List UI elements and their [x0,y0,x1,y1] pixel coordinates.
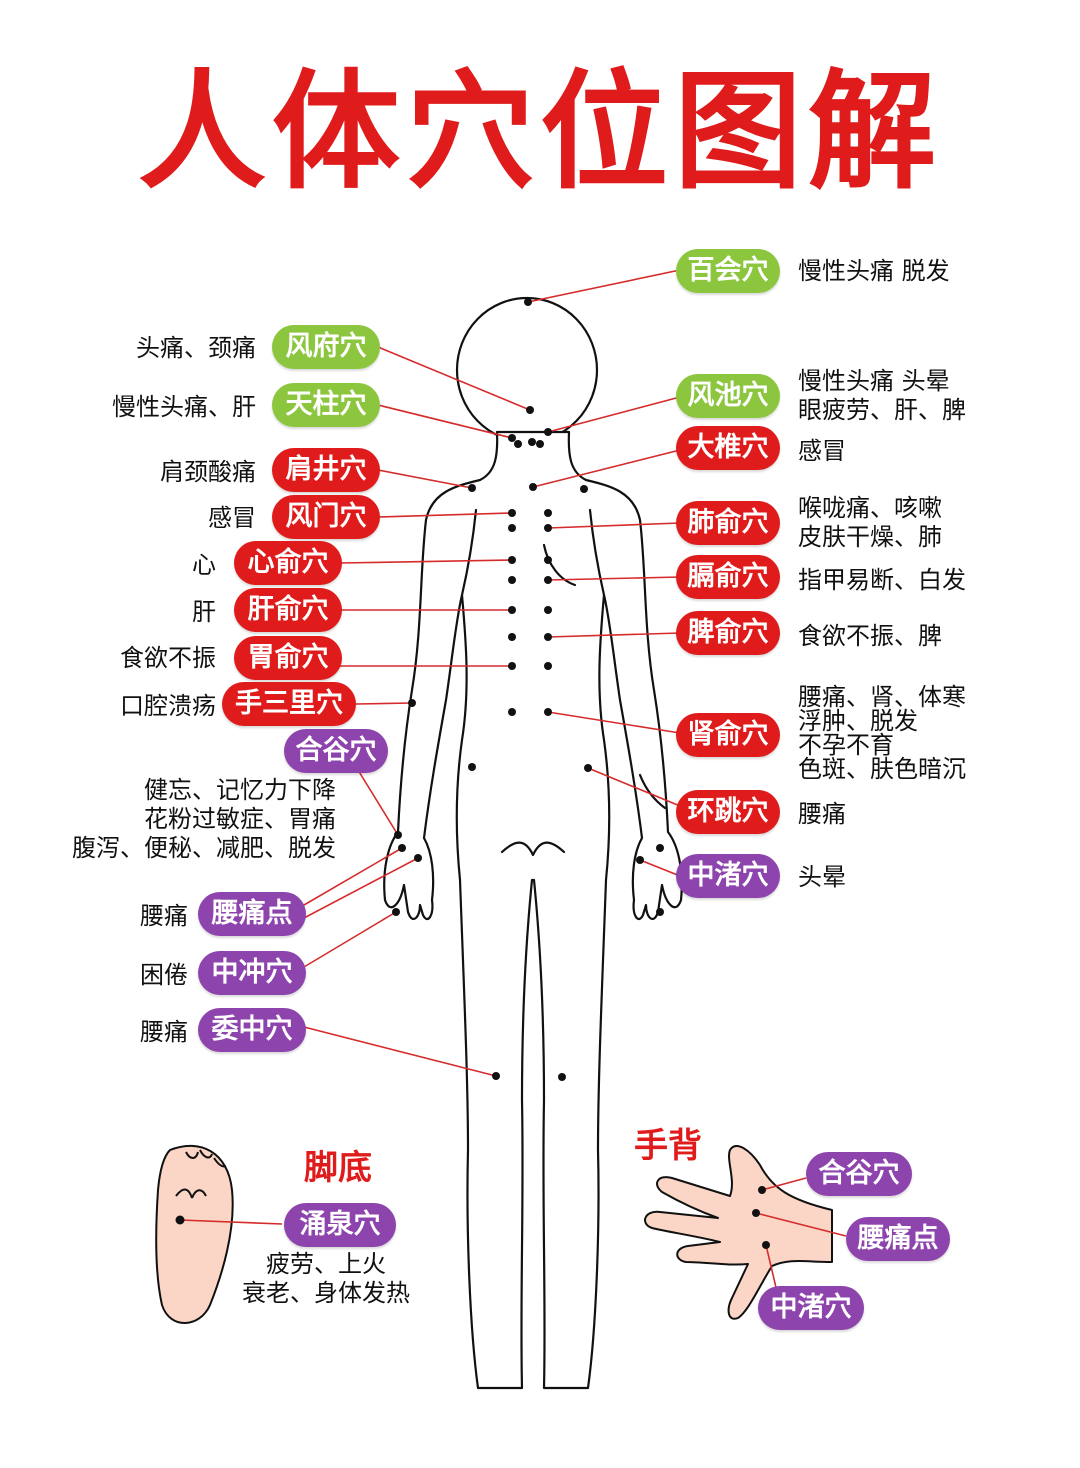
hand-caption: 手背 [634,1126,702,1166]
point-pill-xinshu: 心俞穴 [234,541,342,585]
point-desc-geshu: 指甲易断、白发 [798,566,966,594]
point-desc-fengmen: 感冒 [208,504,256,532]
point-desc-feishu: 喉咙痛、咳嗽皮肤干燥、肺 [798,494,942,551]
point-desc-xinshu: 心 [192,551,216,579]
point-pill-zhongchong: 中冲穴 [198,951,306,995]
foot-caption: 脚底 [304,1148,372,1188]
point-desc-hegu: 健忘、记忆力下降花粉过敏症、胃痛腹泻、便秘、减肥、脱发 [72,776,336,862]
hand-pill-zhongzhu: 中渚穴 [758,1286,864,1330]
point-desc-fengchi: 慢性头痛 头晕眼疲劳、肝、脾 [798,367,966,424]
point-pill-fengmen: 风门穴 [272,495,380,539]
point-desc-fengfu: 头痛、颈痛 [136,334,256,362]
point-pill-tianzhu: 天柱穴 [272,383,380,427]
point-desc-jianjing: 肩颈酸痛 [160,458,256,486]
point-pill-yaotongdian: 腰痛点 [198,892,306,936]
point-desc-dazhui: 感冒 [798,437,846,465]
point-desc-weizhong: 腰痛 [140,1018,188,1046]
point-pill-zhongzhu: 中渚穴 [676,854,780,898]
hand-pill-hegu: 合谷穴 [806,1152,912,1196]
hand-pill-yaotongdian: 腰痛点 [846,1217,950,1261]
point-pill-dazhui: 大椎穴 [676,426,780,470]
point-pill-pishu: 脾俞穴 [676,611,780,655]
point-pill-hegu: 合谷穴 [284,729,388,773]
point-pill-baihui: 百会穴 [676,249,780,293]
point-pill-geshu: 膈俞穴 [676,555,780,599]
point-pill-jianjing: 肩井穴 [272,448,380,492]
point-desc-zhongzhu: 头晕 [798,863,846,891]
leader-lines [179,269,847,1297]
page-title: 人体穴位图解 [137,58,942,207]
point-desc-pishu: 食欲不振、脾 [798,622,942,650]
point-pill-weishu: 胃俞穴 [234,636,342,680]
point-pill-shousanli: 手三里穴 [222,682,356,726]
point-pill-feishu: 肺俞穴 [676,501,780,545]
point-desc-baihui: 慢性头痛 脱发 [798,257,950,285]
point-pill-huantiao: 环跳穴 [676,790,780,834]
point-desc-shenshu: 腰痛、肾、体寒浮肿、脱发不孕不育色斑、肤色暗沉 [798,683,966,783]
point-desc-tianzhu: 慢性头痛、肝 [112,393,256,421]
point-pill-fengchi: 风池穴 [676,374,780,418]
point-pill-shenshu: 肾俞穴 [676,713,780,757]
point-desc-weishu: 食欲不振 [120,644,216,672]
acupoint-dots [175,298,770,1249]
point-pill-weizhong: 委中穴 [198,1008,306,1052]
point-desc-zhongchong: 困倦 [140,961,188,989]
hand-back [644,1145,833,1320]
point-pill-yongquan: 涌泉穴 [284,1203,396,1247]
point-desc-yaotongdian: 腰痛 [140,902,188,930]
body-outline [383,296,683,1390]
point-pill-fengfu: 风府穴 [272,325,380,369]
point-pill-ganshu: 肝俞穴 [234,588,342,632]
point-desc-ganshu: 肝 [192,598,216,626]
point-desc-huantiao: 腰痛 [798,800,846,828]
foot-sole [155,1144,234,1324]
point-desc-shousanli: 口腔溃疡 [120,692,216,720]
point-desc-yongquan: 疲劳、上火衰老、身体发热 [242,1250,410,1307]
